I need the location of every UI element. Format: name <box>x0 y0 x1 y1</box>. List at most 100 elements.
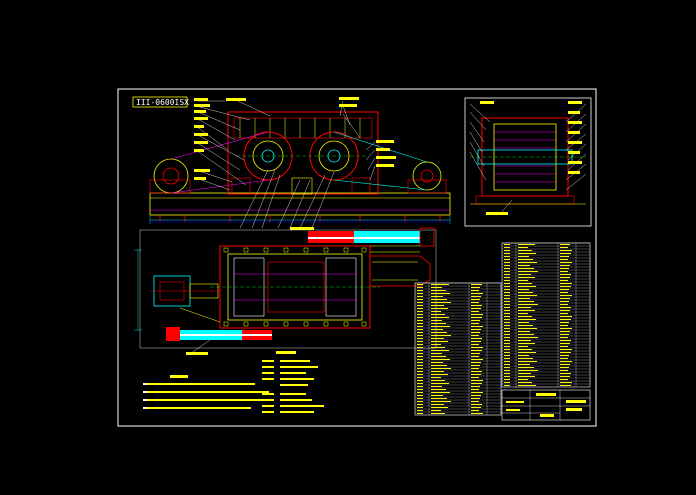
table-cell-mark <box>431 302 451 303</box>
table-cell-mark <box>417 353 423 354</box>
table-cell-mark <box>518 373 531 374</box>
table-cell-mark <box>471 383 482 384</box>
table-cell-mark <box>518 379 528 380</box>
table-cell-mark <box>471 374 481 375</box>
table-cell-mark <box>518 343 535 344</box>
table-cell-mark <box>431 314 445 315</box>
table-cell-mark <box>471 371 482 372</box>
table-cell-mark <box>504 376 510 377</box>
table-cell-mark <box>417 404 423 405</box>
table-cell-mark <box>560 313 568 314</box>
table-cell-mark <box>504 298 510 299</box>
table-cell-mark <box>471 314 483 315</box>
table-cell-mark <box>471 332 480 333</box>
table-cell-mark <box>504 271 510 272</box>
table-cell-mark <box>560 325 568 326</box>
table-cell-mark <box>431 365 447 366</box>
table-cell-mark <box>504 250 510 251</box>
table-cell-mark <box>560 370 568 371</box>
table-cell-mark <box>518 301 534 302</box>
table-cell-mark <box>471 365 480 366</box>
table-cell-mark <box>518 274 531 275</box>
table-cell-mark <box>560 343 570 344</box>
table-cell-mark <box>471 368 479 369</box>
table-cell-mark <box>560 349 572 350</box>
table-cell-mark <box>417 377 423 378</box>
table-cell-mark <box>431 404 444 405</box>
table-cell-mark <box>560 283 572 284</box>
table-cell-mark <box>560 274 571 275</box>
table-cell-mark <box>431 311 441 312</box>
table-cell-mark <box>471 401 479 402</box>
table-cell-mark <box>504 355 510 356</box>
title-block <box>501 389 591 421</box>
table-cell-mark <box>417 302 423 303</box>
table-cell-mark <box>560 286 571 287</box>
table-cell-mark <box>431 323 446 324</box>
table-cell-mark <box>560 256 569 257</box>
table-cell-mark <box>560 289 569 290</box>
table-cell-mark <box>471 389 479 390</box>
table-cell-mark <box>518 295 537 296</box>
table-cell-mark <box>560 334 569 335</box>
table-cell-mark <box>504 265 510 266</box>
table-cell-mark <box>560 307 571 308</box>
table-cell-mark <box>504 259 510 260</box>
table-cell-mark <box>560 337 568 338</box>
table-cell-mark <box>518 349 532 350</box>
table-cell-mark <box>431 371 444 372</box>
table-cell-mark <box>431 326 450 327</box>
table-cell-mark <box>471 287 480 288</box>
table-cell-mark <box>431 290 446 291</box>
table-cell-mark <box>560 295 572 296</box>
table-cell-mark <box>560 280 568 281</box>
table-cell-mark <box>560 322 569 323</box>
table-cell-mark <box>471 293 483 294</box>
table-cell-mark <box>471 350 482 351</box>
table-cell-mark <box>417 314 423 315</box>
table-cell-mark <box>504 349 510 350</box>
table-cell-mark <box>471 341 481 342</box>
table-cell-mark <box>518 289 529 290</box>
table-cell-mark <box>417 344 423 345</box>
table-cell-mark <box>504 340 510 341</box>
table-cell-mark <box>560 367 569 368</box>
table-cell-mark <box>417 413 423 414</box>
table-cell-mark <box>431 410 441 411</box>
table-cell-mark <box>417 410 423 411</box>
table-cell-mark <box>518 247 528 248</box>
table-cell-mark <box>471 323 479 324</box>
table-cell-mark <box>518 367 534 368</box>
table-cell-mark <box>504 373 510 374</box>
table-cell-mark <box>471 404 482 405</box>
table-cell-mark <box>504 268 510 269</box>
table-cell-mark <box>471 407 481 408</box>
table-cell-mark <box>431 329 443 330</box>
table-cell-mark <box>518 370 538 371</box>
table-cell-mark <box>417 329 423 330</box>
table-cell-mark <box>560 328 572 329</box>
table-cell-mark <box>518 271 538 272</box>
table-cell-mark <box>431 317 449 318</box>
table-cell-mark <box>560 358 568 359</box>
table-cell-mark <box>518 262 537 263</box>
table-cell-mark <box>560 355 569 356</box>
table-cell-mark <box>504 379 510 380</box>
front-elevation-view <box>149 97 451 230</box>
table-cell-mark <box>417 296 423 297</box>
table-cell-mark <box>504 316 510 317</box>
table-cell-mark <box>471 347 483 348</box>
table-cell-mark <box>417 389 423 390</box>
table-cell-mark <box>518 265 530 266</box>
table-cell-mark <box>417 341 423 342</box>
table-cell-mark <box>560 316 572 317</box>
table-cell-mark <box>417 299 423 300</box>
table-cell-mark <box>560 277 570 278</box>
table-cell-mark <box>560 298 570 299</box>
table-cell-mark <box>431 362 443 363</box>
table-cell-mark <box>518 346 528 347</box>
table-cell-mark <box>504 319 510 320</box>
table-cell-mark <box>560 304 568 305</box>
table-cell-mark <box>518 283 532 284</box>
